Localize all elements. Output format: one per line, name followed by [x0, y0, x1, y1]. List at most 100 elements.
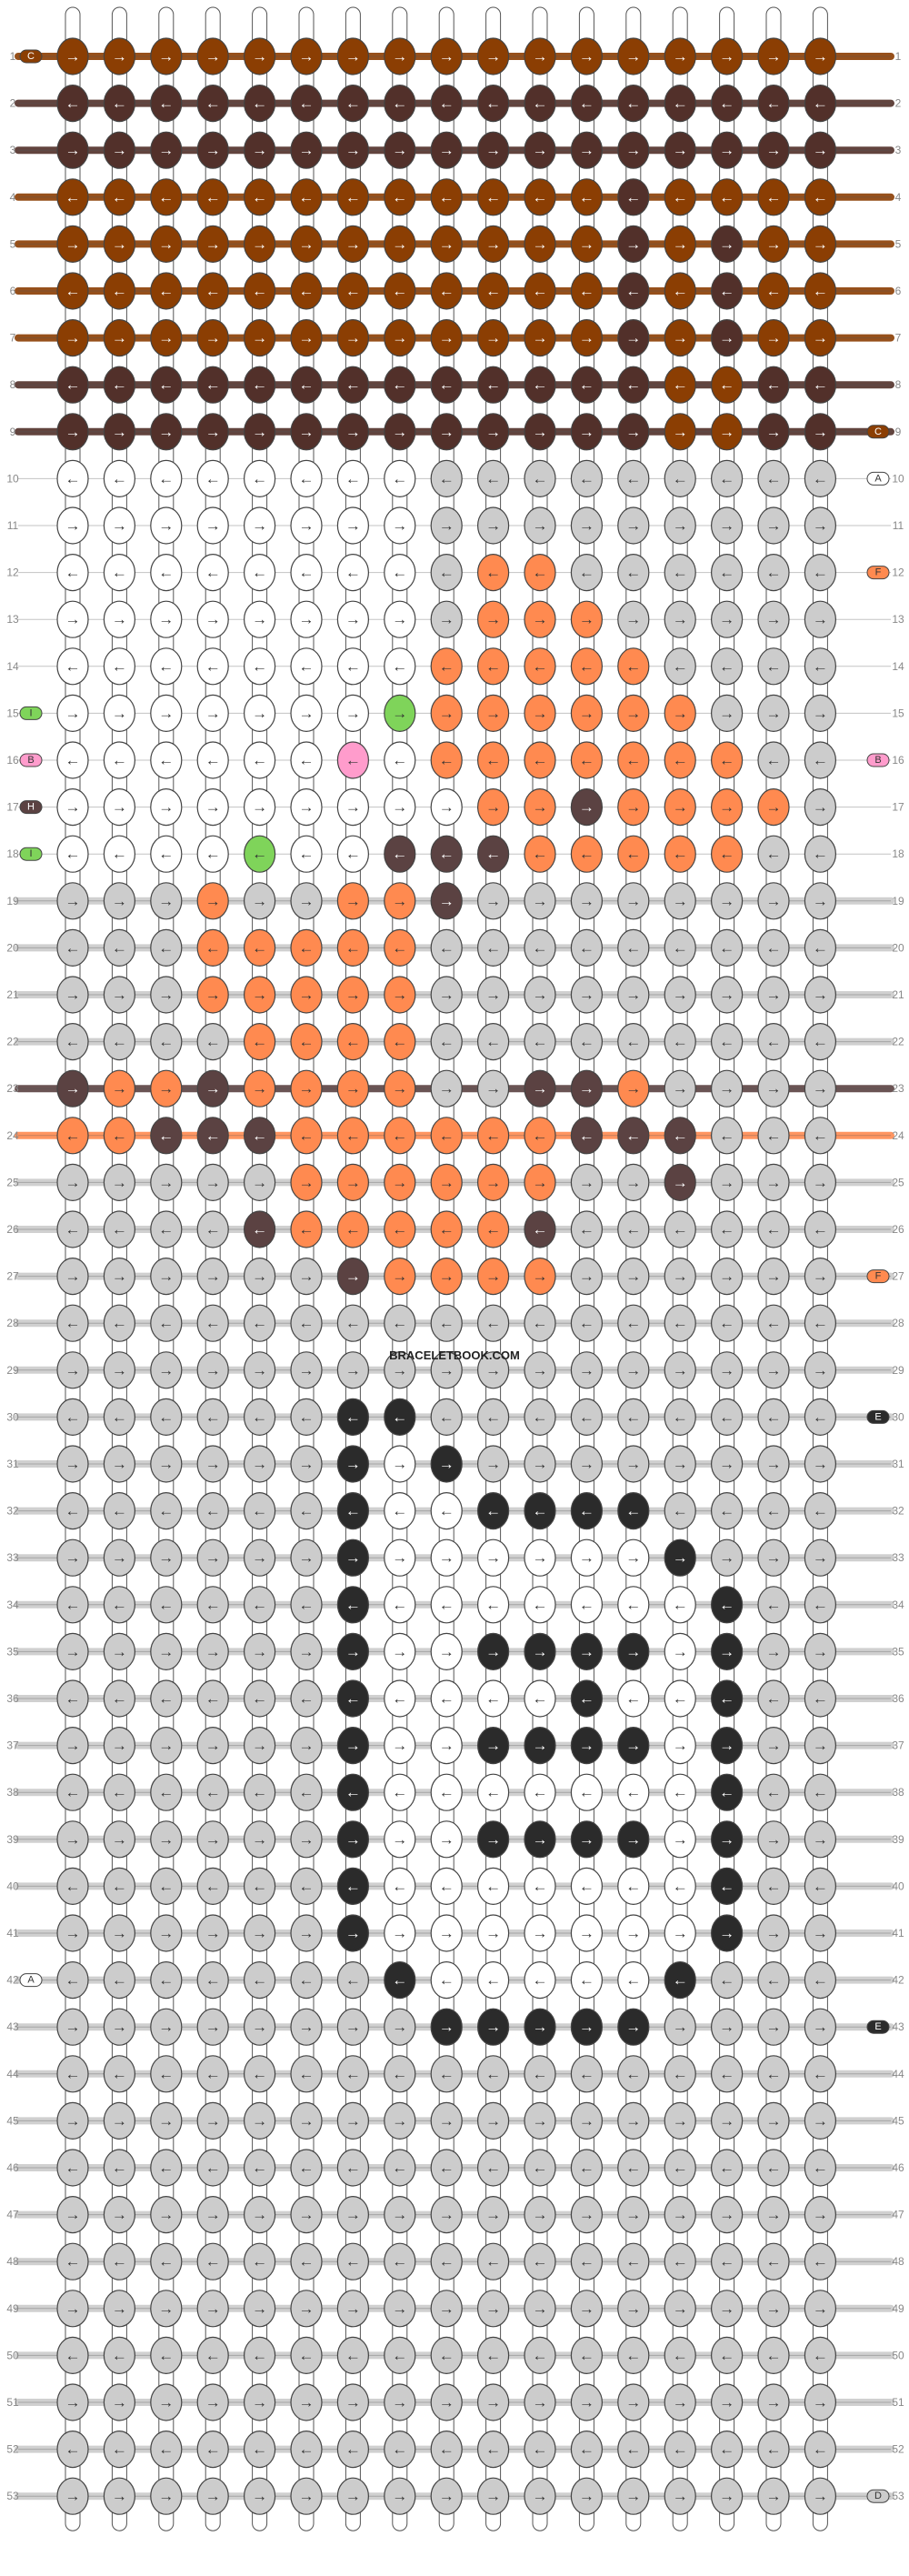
knot [757, 694, 790, 733]
knot-arrow: ← [673, 1690, 688, 1708]
knot [196, 2290, 229, 2328]
knot-arrow: ← [579, 939, 594, 957]
knot [56, 1914, 89, 1952]
knot [710, 178, 744, 216]
knot-arrow: ← [158, 1690, 174, 1708]
knot [150, 1163, 183, 1202]
knot [384, 1726, 416, 1765]
knot-arrow: ← [813, 1971, 828, 1989]
knot [664, 2149, 696, 2187]
knot-arrow: → [673, 236, 688, 253]
knot [476, 976, 510, 1014]
knot [570, 882, 604, 920]
knot-arrow: ← [299, 95, 315, 112]
knot [103, 928, 135, 967]
knot-arrow: ← [533, 1971, 548, 1989]
knot [290, 2336, 323, 2374]
knot-arrow: ← [299, 846, 315, 863]
knot [150, 647, 183, 686]
knot [664, 413, 696, 451]
row-number-right: 46 [892, 2161, 904, 2174]
knot-arrow: ← [345, 1878, 361, 1895]
knot [150, 1351, 183, 1389]
knot-arrow: → [719, 1925, 734, 1942]
knot-arrow: ← [252, 1127, 267, 1144]
row-number-right: 3 [895, 144, 902, 156]
knot [384, 178, 416, 216]
knot [664, 1726, 696, 1765]
knot-arrow: ← [625, 1127, 641, 1144]
knot-arrow: ← [112, 1690, 127, 1708]
knot [757, 1632, 790, 1671]
knot [244, 2196, 276, 2234]
knot [196, 787, 229, 827]
knot [336, 600, 369, 638]
knot [290, 1726, 323, 1765]
knot [524, 647, 556, 686]
knot-arrow: ← [112, 657, 127, 675]
row-number-left: 11 [7, 519, 19, 532]
knot-arrow: ← [65, 1127, 81, 1144]
knot-arrow: ← [345, 1971, 361, 1989]
knot-arrow: → [766, 2206, 782, 2223]
knot [617, 882, 650, 920]
string-tag [19, 706, 43, 720]
knot-arrow: ← [719, 188, 734, 205]
knot-arrow: ← [205, 1784, 221, 1801]
knot-arrow: → [65, 2206, 81, 2223]
knot-arrow: → [158, 423, 174, 440]
knot-arrow: → [579, 2019, 594, 2036]
knot [476, 1022, 510, 1061]
knot [384, 2336, 416, 2374]
knot [103, 1867, 135, 1905]
knot-arrow: → [719, 2394, 734, 2411]
knot [430, 647, 463, 686]
knot-arrow: → [158, 1737, 174, 1754]
knot [103, 1257, 135, 1296]
knot [430, 413, 463, 451]
knot-arrow: → [205, 1643, 221, 1660]
knot-arrow: ← [485, 1408, 501, 1426]
knot [384, 1914, 416, 1952]
knot [56, 600, 89, 638]
knot [336, 1961, 369, 2000]
knot-arrow: → [533, 517, 548, 535]
knot-arrow: → [625, 236, 641, 253]
row-number-right: 11 [893, 519, 904, 532]
knot-arrow: → [533, 236, 548, 253]
knot [664, 882, 696, 920]
knot [804, 506, 837, 545]
knot [290, 1069, 323, 1108]
knot [430, 178, 463, 216]
row-number-left: 12 [6, 566, 19, 579]
knot-arrow: ← [673, 1315, 688, 1332]
knot-arrow: ← [579, 1690, 594, 1708]
knot-arrow: → [719, 2300, 734, 2317]
knot [244, 1445, 276, 1483]
knot-arrow: → [533, 2394, 548, 2411]
knot [384, 413, 416, 451]
knot [757, 741, 790, 779]
knot [524, 1445, 556, 1483]
knot [710, 553, 744, 592]
knot [430, 1398, 463, 1437]
knot [804, 1022, 837, 1061]
knot-arrow: → [719, 329, 734, 346]
knot [570, 2431, 604, 2469]
knot [570, 1022, 604, 1061]
knot-arrow: ← [625, 1971, 641, 1989]
knot [757, 928, 790, 967]
knot [710, 882, 744, 920]
knot-arrow: → [392, 423, 407, 440]
knot-arrow: → [533, 987, 548, 1004]
knot [150, 2149, 183, 2187]
knot [430, 131, 463, 169]
knot-arrow: → [392, 1268, 407, 1285]
knot [150, 1304, 183, 1342]
knot-arrow: → [719, 1456, 734, 1473]
knot [617, 131, 650, 169]
knot-arrow: ← [719, 2441, 734, 2458]
knot [617, 1257, 650, 1296]
knot [103, 741, 135, 779]
